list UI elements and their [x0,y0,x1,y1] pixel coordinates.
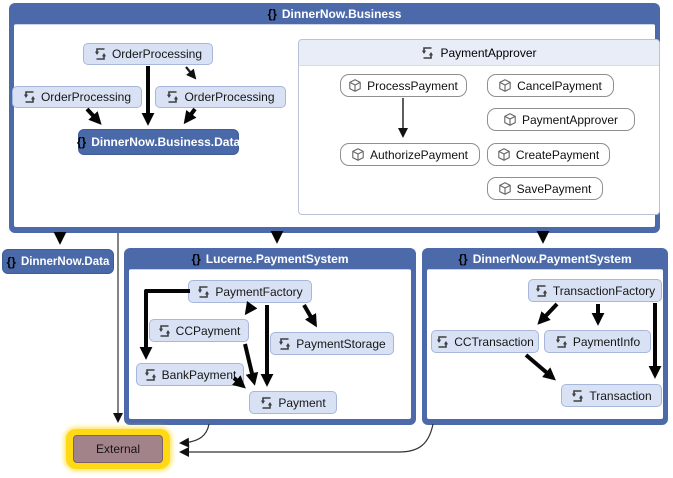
node-dinnernow-data[interactable]: {} DinnerNow.Data [2,249,114,274]
class-icon [555,335,568,348]
node-paymentfactory[interactable]: PaymentFactory [188,280,312,303]
member-label: PaymentApprover [521,112,619,127]
node-transaction[interactable]: Transaction [561,384,662,407]
node-cctransaction[interactable]: CCTransaction [431,330,539,353]
container-dnps-header[interactable]: {} DinnerNow.PaymentSystem [422,248,668,269]
node-transactionfactory[interactable]: TransactionFactory [528,279,662,302]
member-label: ProcessPayment [367,78,458,93]
container-title: Lucerne.PaymentSystem [205,251,349,266]
node-label: Payment [278,395,326,410]
class-icon [421,46,434,59]
container-paymentapprover-header[interactable]: PaymentApprover [299,40,659,66]
type-cube-icon [498,148,510,161]
class-icon [571,389,584,402]
class-icon [260,396,273,409]
node-paymentstorage[interactable]: PaymentStorage [270,332,394,355]
node-payment[interactable]: Payment [249,391,337,414]
class-icon [144,368,157,381]
container-dinnernow-business-header[interactable]: {} DinnerNow.Business [9,3,660,24]
node-label: OrderProcessing [111,47,203,61]
node-paymentinfo[interactable]: PaymentInfo [544,330,651,353]
class-icon [166,91,179,103]
member-createpayment[interactable]: CreatePayment [487,143,610,166]
namespace-icon: {} [267,6,277,21]
class-icon [158,324,171,337]
member-cancelpayment[interactable]: CancelPayment [487,74,614,97]
class-icon [197,285,210,298]
namespace-icon: {} [458,251,468,266]
node-orderprocessing-left[interactable]: OrderProcessing [12,86,142,108]
namespace-icon: {} [191,251,201,266]
container-lucerne-header[interactable]: {} Lucerne.PaymentSystem [124,248,416,269]
node-external-highlight[interactable]: External [66,429,170,469]
namespace-icon: {} [76,135,87,149]
node-label: Transaction [589,388,652,403]
class-icon [278,337,291,350]
member-label: CreatePayment [515,147,600,162]
class-icon [436,335,449,348]
member-savepayment[interactable]: SavePayment [487,177,603,200]
node-label: OrderProcessing [40,90,132,104]
member-label: AuthorizePayment [369,147,469,162]
node-external[interactable]: External [73,435,163,463]
node-label: PaymentFactory [215,284,303,299]
node-label: CCPayment [175,323,241,338]
node-label: OrderProcessing [184,90,275,104]
member-authorizepayment[interactable]: AuthorizePayment [340,143,480,166]
node-dinnernow-business-data[interactable]: {} DinnerNow.Business.Data [76,129,241,155]
member-label: CancelPayment [517,78,602,93]
member-processpayment[interactable]: ProcessPayment [340,74,467,97]
node-orderprocessing-top[interactable]: OrderProcessing [83,43,213,65]
node-ccpayment[interactable]: CCPayment [149,319,249,342]
node-label: CCTransaction [454,334,534,349]
class-icon [23,91,36,103]
node-label: TransactionFactory [552,283,656,298]
subcontainer-title: PaymentApprover [440,45,537,60]
type-cube-icon [349,79,361,92]
node-label: External [95,442,141,456]
node-label: PaymentInfo [572,334,641,349]
container-title: DinnerNow.PaymentSystem [472,251,632,266]
node-label: PaymentStorage [296,336,386,351]
class-icon [535,284,548,297]
node-bankpayment[interactable]: BankPayment [136,363,244,386]
node-label: BankPayment [161,367,237,382]
member-paymentapprover[interactable]: PaymentApprover [487,108,635,131]
member-label: SavePayment [516,181,592,196]
node-orderprocessing-right[interactable]: OrderProcessing [155,86,286,108]
type-cube-icon [504,113,516,126]
type-cube-icon [498,182,511,195]
node-label: DinnerNow.Business.Data [91,135,241,149]
container-title: DinnerNow.Business [281,6,402,21]
node-label: DinnerNow.Data [20,255,110,268]
namespace-icon: {} [6,254,16,269]
class-icon [94,48,107,60]
type-cube-icon [352,148,364,161]
type-cube-icon [499,79,511,92]
